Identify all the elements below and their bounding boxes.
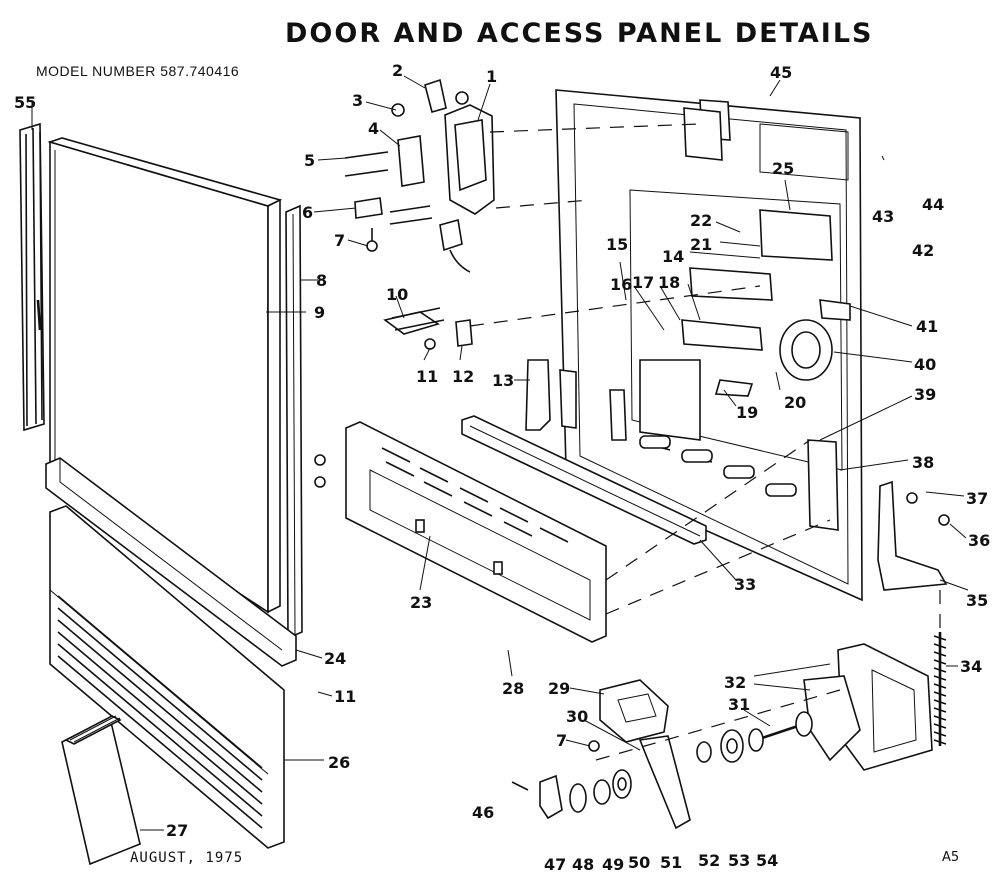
callout-37: 37 [966, 489, 988, 508]
callout-43: 43 [872, 207, 894, 226]
callout-26: 26 [328, 753, 350, 772]
callout-1: 1 [486, 67, 497, 86]
callout-20: 20 [784, 393, 806, 412]
callout-38: 38 [912, 453, 934, 472]
callout-30: 30 [566, 707, 588, 726]
callout-9: 9 [314, 303, 325, 322]
corner-code: A5 [942, 850, 960, 865]
part-34-spring [933, 632, 947, 746]
callout-12: 12 [452, 367, 474, 386]
callout-41: 41 [916, 317, 938, 336]
callout-22: 22 [690, 211, 712, 230]
part-26-kick-panel [49, 505, 285, 849]
hardware-46-54 [511, 728, 764, 820]
callout-40: 40 [914, 355, 936, 374]
callout-6: 6 [302, 203, 313, 222]
callout-16: 16 [610, 275, 632, 294]
parts-10-12-switch [383, 307, 473, 350]
callout-45: 45 [770, 63, 792, 82]
callout-53: 53 [728, 851, 750, 870]
callout-10: 10 [386, 285, 408, 304]
callout-35: 35 [966, 591, 988, 610]
callout-46: 46 [472, 803, 494, 822]
callout-44: 44 [922, 195, 944, 214]
callout-7-upper: 7 [334, 231, 345, 250]
callout-52: 52 [698, 851, 720, 870]
part-33-rail [461, 415, 707, 545]
callout-11-upper: 11 [416, 367, 438, 386]
part-55-side-trim [19, 122, 45, 432]
callout-34: 34 [960, 657, 982, 676]
callout-13: 13 [492, 371, 514, 390]
callout-4: 4 [368, 119, 379, 138]
parts-35-38-hinge [877, 480, 950, 591]
callout-42: 42 [912, 241, 934, 260]
part-45-inner-door [555, 89, 863, 602]
part-27-manual [61, 715, 141, 866]
callout-31: 31 [728, 695, 750, 714]
callout-27: 27 [166, 821, 188, 840]
callout-24: 24 [324, 649, 346, 668]
callout-11-lower: 11 [334, 687, 356, 706]
part-13-bracket [525, 359, 577, 431]
callout-5: 5 [304, 151, 315, 170]
callout-25: 25 [772, 159, 794, 178]
callout-54: 54 [756, 851, 778, 870]
part-8-door-strip [285, 204, 303, 640]
callout-29: 29 [548, 679, 570, 698]
callout-47: 47 [544, 855, 566, 874]
callout-19: 19 [736, 403, 758, 422]
callout-3: 3 [352, 91, 363, 110]
callout-23: 23 [410, 593, 432, 612]
callout-15: 15 [606, 235, 628, 254]
callout-55: 55 [14, 93, 36, 112]
callout-33: 33 [734, 575, 756, 594]
callout-7-lower: 7 [556, 731, 567, 750]
callout-32: 32 [724, 673, 746, 692]
callout-17: 17 [632, 273, 654, 292]
projection-lines [469, 123, 941, 761]
callout-39: 39 [914, 385, 936, 404]
callout-14: 14 [662, 247, 684, 266]
callout-2: 2 [392, 61, 403, 80]
model-number: MODEL NUMBER 587.740416 [36, 63, 240, 79]
callout-28: 28 [502, 679, 524, 698]
latch-assembly [344, 78, 495, 273]
callout-labels: 55 2 1 45 3 4 5 6 7 8 9 25 43 44 22 21 4… [14, 61, 990, 874]
callout-51: 51 [660, 853, 682, 872]
parts-29-30-51-gear [599, 679, 691, 830]
callout-36: 36 [968, 531, 990, 550]
leader-lines [31, 75, 969, 831]
part-23-access-panel [314, 421, 607, 643]
callout-21: 21 [690, 235, 712, 254]
callout-49: 49 [602, 855, 624, 874]
publication-date: AUGUST, 1975 [130, 850, 244, 866]
callout-48: 48 [572, 855, 594, 874]
diagram-title: DOOR AND ACCESS PANEL DETAILS [285, 18, 874, 49]
parts-31-32-hinge-arm [755, 643, 933, 771]
part-24-lower-strip [45, 457, 297, 667]
callout-50: 50 [628, 853, 650, 872]
callout-18: 18 [658, 273, 680, 292]
callout-8: 8 [316, 271, 327, 290]
